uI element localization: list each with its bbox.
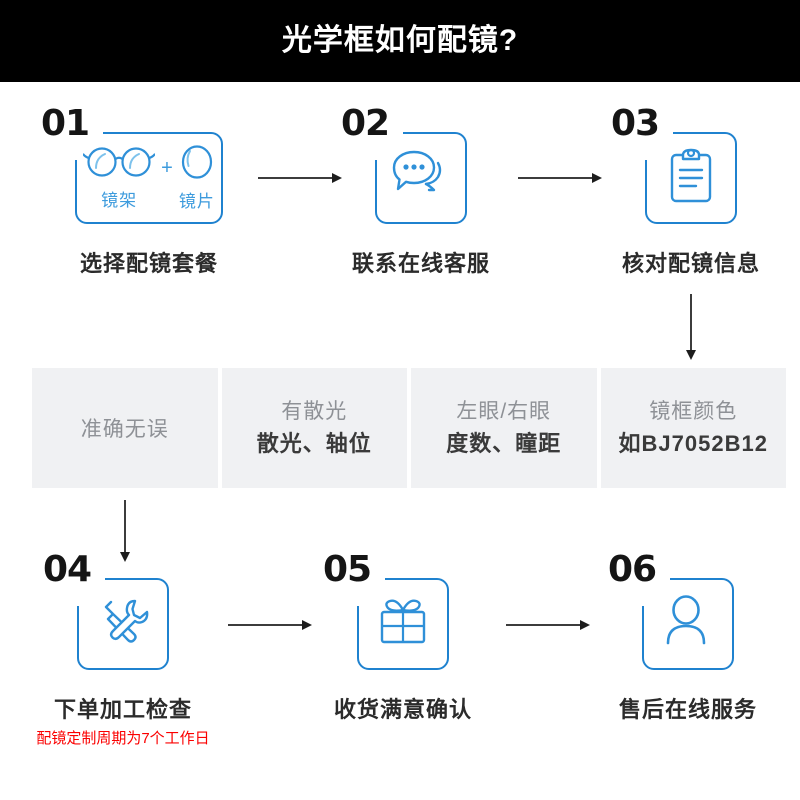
step-04-note: 配镜定制周期为7个工作日 [36, 730, 210, 747]
corner-notch-left [354, 576, 362, 606]
step-03-caption: 核对配镜信息 [621, 251, 761, 276]
step-card-03[interactable]: 03 核对配镜信息 [611, 106, 759, 277]
corner-notch-top [640, 575, 670, 583]
lens-part-label: 镜片 [178, 192, 215, 211]
info-cell-4: 镜框颜色 如BJ7052B12 [600, 368, 786, 488]
step-04-number: 04 [43, 549, 92, 590]
arrow-step3-to-band [686, 294, 696, 360]
frame-part: 镜架 [82, 145, 156, 211]
corner-notch-left [372, 130, 380, 160]
info-cell-4-bottom: 如BJ7052B12 [618, 431, 768, 457]
step-card-05[interactable]: 05 收货满意确认 [323, 552, 471, 723]
frame-part-label: 镜架 [101, 191, 138, 210]
step-card-01[interactable]: 镜架 + 镜片 01 选择配镜套餐 [41, 106, 223, 276]
step-05-number: 05 [323, 549, 372, 590]
plus-sign: + [161, 156, 173, 179]
step-02-caption: 联系在线客服 [351, 251, 491, 276]
step-card-04[interactable]: 04 下单加工检查 配镜定制周期为7个工作日 [36, 552, 209, 748]
step-03-box [642, 129, 737, 224]
corner-notch-left [639, 576, 647, 606]
step-01-box: 镜架 + 镜片 [72, 129, 223, 224]
step-04-box [74, 575, 169, 670]
corner-notch-left [642, 130, 650, 160]
step-05-box [354, 575, 449, 670]
lens-icon [180, 144, 214, 185]
step-02-number: 02 [341, 103, 390, 144]
arrow-step1-to-step2 [258, 173, 342, 183]
arrow-step5-to-step6 [506, 620, 590, 630]
page-title: 光学框如何配镜? [281, 24, 519, 57]
arrow-step4-to-step5 [228, 620, 312, 630]
step-05-caption: 收货满意确认 [333, 697, 473, 722]
info-cell-4-top: 镜框颜色 [649, 399, 738, 423]
corner-notch-top [355, 575, 385, 583]
arrow-step2-to-step3 [518, 173, 602, 183]
corner-notch-left [74, 576, 82, 606]
info-cell-3-top: 左眼/右眼 [456, 399, 552, 423]
info-cell-2-top: 有散光 [281, 399, 348, 423]
eyeglass-frame-icon [82, 145, 156, 184]
lens-part: 镜片 [179, 144, 215, 212]
corner-notch-left [72, 130, 80, 160]
info-band: 准确无误 有散光 散光、轴位 左眼/右眼 度数、瞳距 镜框颜色 如BJ7052B… [32, 368, 786, 488]
step-04-caption: 下单加工检查 [53, 697, 193, 722]
step-06-number: 06 [608, 549, 657, 590]
corner-notch-top [373, 129, 403, 137]
arrow-band-to-step4 [120, 500, 130, 562]
info-cell-2: 有散光 散光、轴位 [221, 368, 407, 488]
info-cell-1-top: 准确无误 [80, 418, 169, 441]
clipboard-icon [666, 147, 716, 210]
info-cell-2-bottom: 散光、轴位 [256, 431, 372, 457]
step-06-caption: 售后在线服务 [618, 697, 758, 722]
tools-hammer-wrench-icon [94, 593, 152, 656]
corner-notch-top [75, 575, 105, 583]
step-card-02[interactable]: 02 联系在线客服 [341, 106, 489, 277]
step-card-06[interactable]: 06 售后在线服务 [608, 552, 756, 723]
step-02-box [372, 129, 467, 224]
chat-bubble-icon [390, 146, 452, 211]
info-cell-3-bottom: 度数、瞳距 [446, 431, 562, 457]
gift-box-icon [373, 593, 433, 656]
step-01-caption: 选择配镜套餐 [79, 251, 219, 276]
step-03-number: 03 [611, 103, 660, 144]
step-06-box [639, 575, 734, 670]
header-banner: 光学框如何配镜? [0, 0, 800, 82]
info-cell-3: 左眼/右眼 度数、瞳距 [411, 368, 597, 488]
corner-notch-top [643, 129, 673, 137]
step-01-number: 01 [41, 103, 90, 144]
user-person-icon [660, 593, 716, 656]
corner-notch-top [73, 129, 103, 137]
info-cell-1: 准确无误 [32, 368, 218, 488]
